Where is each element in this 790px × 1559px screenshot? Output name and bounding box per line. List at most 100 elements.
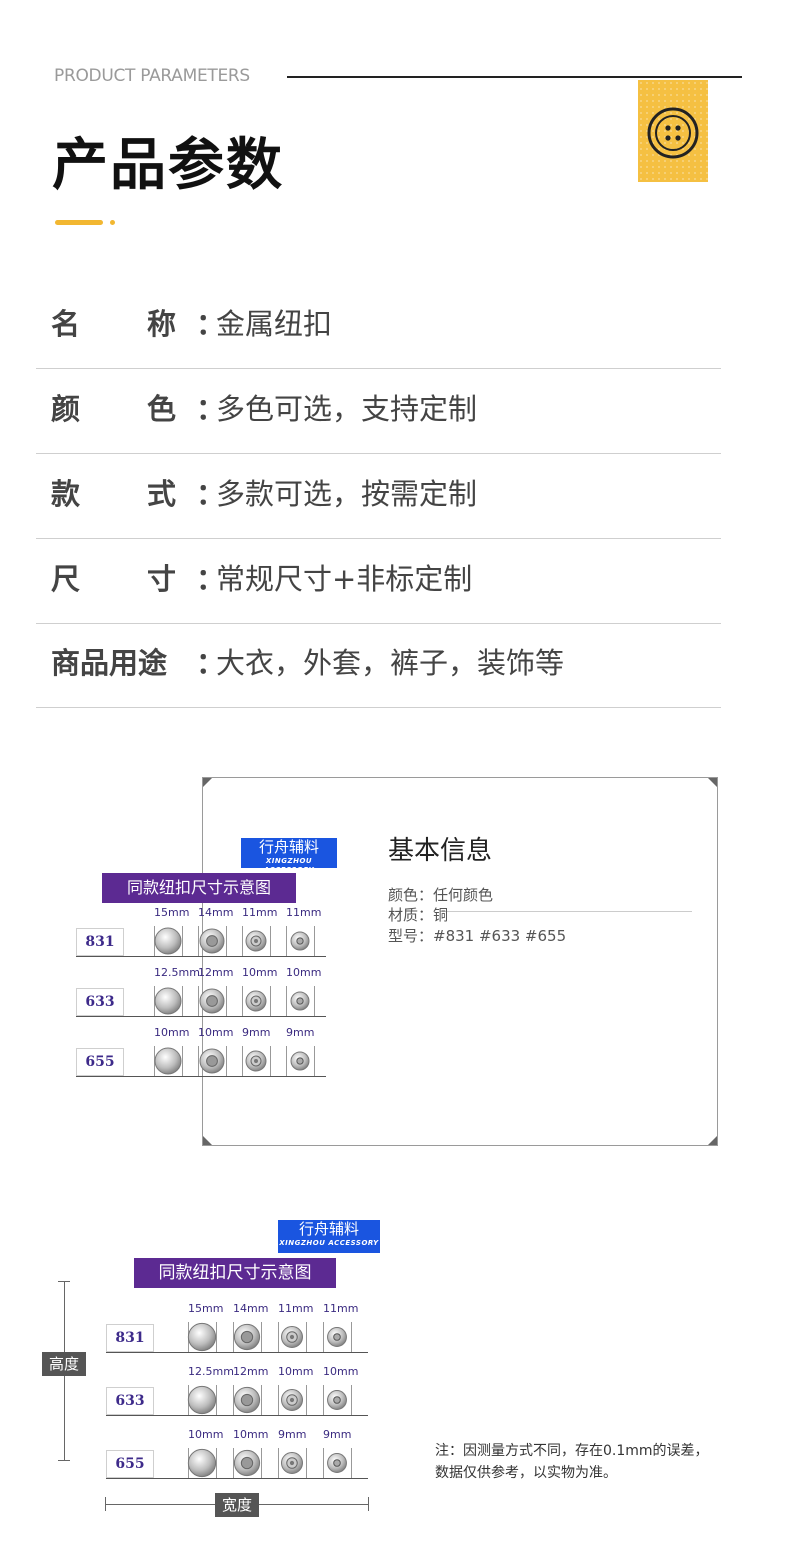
param-row: 名称：金属纽扣 <box>36 283 721 369</box>
param-label-char: 颜 <box>51 392 81 426</box>
row-baseline <box>106 1478 368 1479</box>
guide-tick <box>278 1448 279 1478</box>
snap-socket-icon <box>199 1048 225 1074</box>
row-baseline <box>76 1076 326 1077</box>
accent-dot <box>110 220 115 225</box>
model-number: 831 <box>76 928 124 956</box>
accent-bar <box>55 220 103 225</box>
guide-tick <box>306 1448 307 1478</box>
param-label-char: 尺 <box>51 562 81 596</box>
height-tick-bottom <box>58 1460 70 1461</box>
snap-post-icon <box>290 991 310 1011</box>
param-value: 多色可选，支持定制 <box>216 392 478 426</box>
row-baseline <box>76 1016 326 1017</box>
guide-tick <box>351 1448 352 1478</box>
param-row: 商品用途：大衣，外套，裤子，装饰等 <box>36 622 721 708</box>
chart-title: 同款纽扣尺寸示意图 <box>134 1258 336 1288</box>
snap-socket-icon <box>233 1449 261 1477</box>
guide-tick <box>278 1322 279 1352</box>
param-value: 多款可选，按需定制 <box>216 477 478 511</box>
row-baseline <box>76 956 326 957</box>
corner-mark <box>203 778 212 787</box>
guide-tick <box>270 1046 271 1076</box>
corner-mark <box>708 1136 717 1145</box>
param-label-char: 色 <box>146 392 176 426</box>
snap-cap-icon <box>154 987 182 1015</box>
param-colon: ： <box>196 646 226 680</box>
size-label: 10mm <box>323 1365 359 1378</box>
guide-tick <box>314 1046 315 1076</box>
param-label-char: 称 <box>146 307 176 341</box>
param-row: 款式：多款可选，按需定制 <box>36 453 721 539</box>
guide-tick <box>233 1385 234 1415</box>
guide-tick <box>226 986 227 1016</box>
guide-tick <box>286 926 287 956</box>
guide-tick <box>198 1046 199 1076</box>
snap-stud-icon <box>281 1452 303 1474</box>
snap-stud-icon <box>281 1326 303 1348</box>
size-label: 15mm <box>154 906 190 919</box>
snap-post-icon <box>327 1327 347 1347</box>
param-label-char: 寸 <box>146 562 176 596</box>
guide-tick <box>182 1046 183 1076</box>
guide-tick <box>351 1322 352 1352</box>
snap-stud-icon <box>281 1389 303 1411</box>
brand-name: 行舟辅料 <box>298 1220 359 1238</box>
guide-tick <box>216 1385 217 1415</box>
size-label: 9mm <box>242 1026 271 1039</box>
guide-tick <box>323 1385 324 1415</box>
row-baseline <box>106 1415 368 1416</box>
guide-tick <box>226 926 227 956</box>
snap-socket-icon <box>233 1323 261 1351</box>
guide-tick <box>216 1448 217 1478</box>
param-row: 尺寸：常规尺寸+非标定制 <box>36 538 721 624</box>
guide-tick <box>278 1385 279 1415</box>
param-label: 尺寸 <box>51 556 176 598</box>
button-badge <box>638 80 708 182</box>
snap-socket-icon <box>199 928 225 954</box>
button-icon <box>647 107 699 159</box>
size-label: 14mm <box>233 1302 269 1315</box>
note-line-2: 数据仅供参考，以实物为准。 <box>435 1465 617 1481</box>
model-number: 633 <box>106 1387 154 1415</box>
size-label: 10mm <box>154 1026 190 1039</box>
size-label: 9mm <box>323 1428 352 1441</box>
guide-tick <box>198 986 199 1016</box>
param-value: 常规尺寸+非标定制 <box>216 562 473 596</box>
guide-tick <box>270 926 271 956</box>
snap-socket-icon <box>233 1386 261 1414</box>
param-colon: ： <box>196 477 226 511</box>
snap-cap-icon <box>187 1322 217 1352</box>
snap-cap-icon <box>154 927 182 955</box>
brand-name-en: XINGZHOU ACCESSORY <box>279 1239 379 1247</box>
guide-tick <box>286 986 287 1016</box>
size-label: 14mm <box>198 906 234 919</box>
guide-tick <box>261 1322 262 1352</box>
param-label: 商品用途 <box>51 646 168 680</box>
width-tick-left <box>105 1497 106 1511</box>
size-label: 12.5mm <box>154 966 200 979</box>
guide-tick <box>286 1046 287 1076</box>
guide-tick <box>323 1448 324 1478</box>
size-label: 15mm <box>188 1302 224 1315</box>
snap-stud-icon <box>245 930 267 952</box>
guide-tick <box>314 986 315 1016</box>
guide-tick <box>198 926 199 956</box>
note-line-1: 注：因测量方式不同，存在0.1mm的误差， <box>435 1443 709 1459</box>
size-label: 11mm <box>278 1302 314 1315</box>
snap-stud-icon <box>245 990 267 1012</box>
size-label: 11mm <box>286 906 322 919</box>
snap-post-icon <box>327 1390 347 1410</box>
guide-tick <box>216 1322 217 1352</box>
size-label: 10mm <box>198 1026 234 1039</box>
width-label: 宽度 <box>215 1493 259 1517</box>
info-material: 材质：铜 <box>388 906 449 924</box>
param-label-char: 名 <box>51 307 81 341</box>
header-divider <box>287 76 742 78</box>
guide-tick <box>233 1322 234 1352</box>
param-colon: ： <box>196 307 226 341</box>
snap-post-icon <box>290 1051 310 1071</box>
section-subtitle: PRODUCT PARAMETERS <box>54 66 250 86</box>
